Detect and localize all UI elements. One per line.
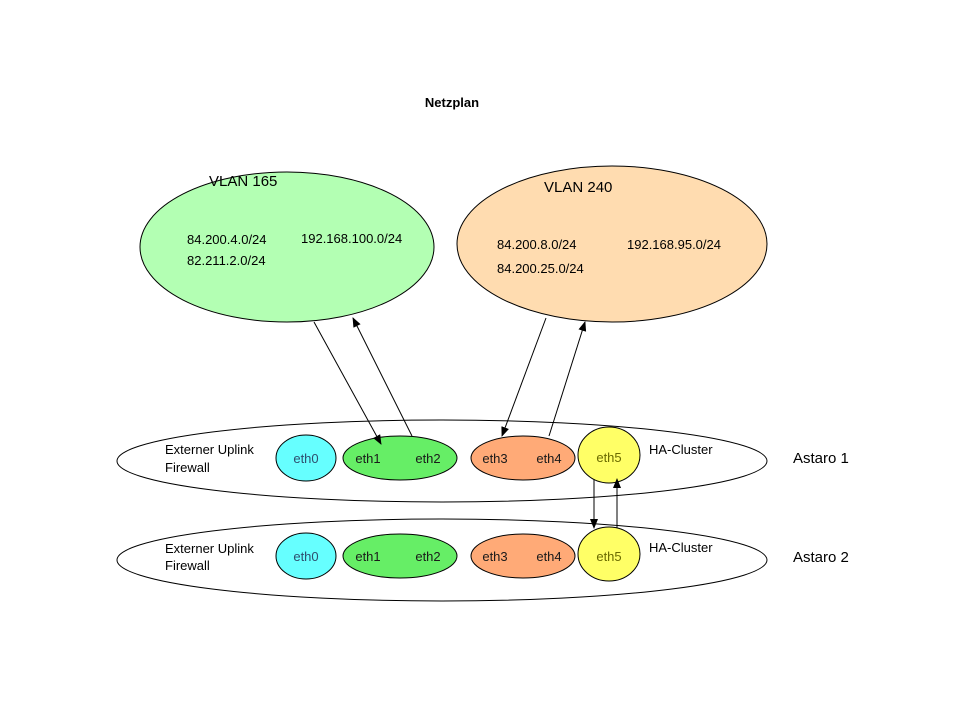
astaro-2-eth3-eth4-node (470, 533, 576, 579)
astaro-2-eth5-label: eth5 (596, 549, 621, 564)
astaro-2-eth4-label: eth4 (536, 549, 561, 564)
astaro-2-name: Astaro 2 (793, 549, 849, 566)
astaro-1-eth0-node (275, 434, 337, 482)
diagram-title: Netzplan (425, 95, 479, 110)
astaro-2-eth0-node (275, 532, 337, 580)
astaro-2-eth0-label: eth0 (293, 549, 318, 564)
astaro-1-eth5-node (577, 426, 641, 484)
vlan-240-network-2: 84.200.25.0/24 (497, 261, 584, 276)
vlan-240-ellipse (456, 165, 768, 323)
vlan-240-network-1: 84.200.8.0/24 (497, 237, 577, 252)
astaro-1-group: Externer Uplink Firewall eth0 eth1 eth2 … (116, 419, 849, 503)
astaro-1-eth2-label: eth2 (415, 451, 440, 466)
astaro-2-eth1-label: eth1 (355, 549, 380, 564)
astaro-1-eth4-label: eth4 (536, 451, 561, 466)
astaro-2-cluster-label: HA-Cluster (649, 540, 713, 555)
astaro-2-uplink-line1: Externer Uplink (165, 541, 254, 556)
astaro-2-eth2-label: eth2 (415, 549, 440, 564)
astaro-1-eth0-label: eth0 (293, 451, 318, 466)
vlan-240-network-3: 192.168.95.0/24 (627, 237, 721, 252)
arrow-eth2-to-vlan165 (352, 317, 413, 437)
astaro-1-eth1-eth2-node (342, 435, 458, 481)
arrow-eth4-to-vlan240 (548, 321, 587, 437)
astaro-1-cluster-label: HA-Cluster (649, 442, 713, 457)
astaro-2-eth5-node (577, 526, 641, 582)
astaro-2-group: Externer Uplink Firewall eth0 eth1 eth2 … (116, 518, 849, 602)
astaro-1-eth1-label: eth1 (355, 451, 380, 466)
vlan-165-network-2: 82.211.2.0/24 (187, 253, 266, 268)
astaro-1-eth5-label: eth5 (596, 450, 621, 465)
arrow-vlan240-to-eth3 (501, 317, 547, 437)
vlan-240-label: VLAN 240 (544, 179, 612, 196)
astaro-2-eth3-label: eth3 (482, 549, 507, 564)
connections (313, 317, 621, 529)
astaro-2-eth1-eth2-node (342, 533, 458, 579)
astaro-1-eth3-label: eth3 (482, 451, 507, 466)
vlan-165-group: VLAN 165 84.200.4.0/24 82.211.2.0/24 192… (139, 171, 435, 323)
vlan-165-ellipse (139, 171, 435, 323)
astaro-1-uplink-line1: Externer Uplink (165, 442, 254, 457)
astaro-1-uplink-line2: Firewall (165, 460, 210, 475)
arrow-vlan165-to-eth1 (313, 321, 382, 445)
vlan-240-group: VLAN 240 84.200.8.0/24 84.200.25.0/24 19… (456, 165, 768, 323)
astaro-1-eth3-eth4-node (470, 435, 576, 481)
astaro-1-name: Astaro 1 (793, 450, 849, 467)
vlan-165-label: VLAN 165 (209, 173, 277, 190)
vlan-165-network-1: 84.200.4.0/24 (187, 232, 267, 247)
vlan-165-network-3: 192.168.100.0/24 (301, 231, 402, 246)
astaro-2-uplink-line2: Firewall (165, 558, 210, 573)
